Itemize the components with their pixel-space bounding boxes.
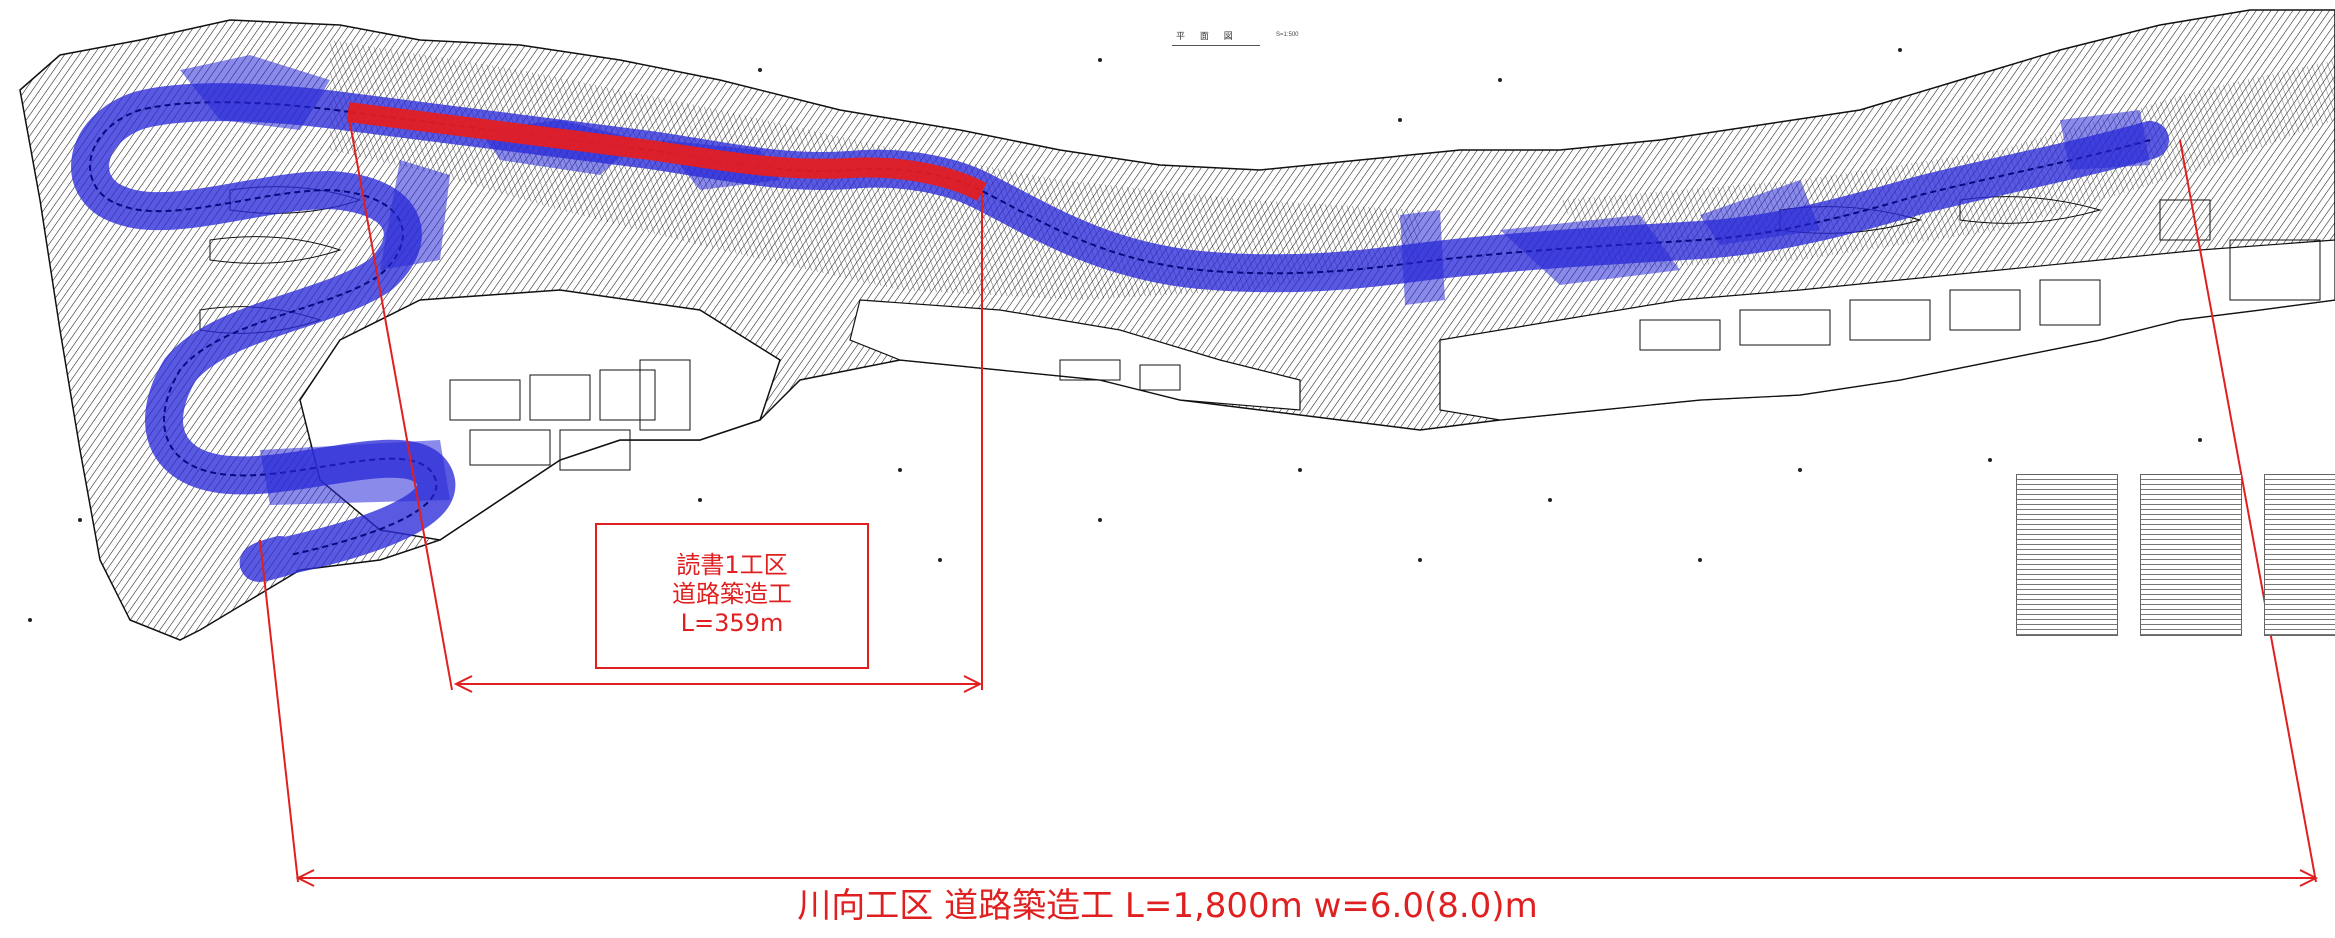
section1-label-box: 読書1工区 道路築造工 L=359m — [595, 523, 869, 669]
village-area-east — [1439, 239, 2335, 421]
overall-start-leader — [259, 539, 299, 883]
section1-road — [346, 102, 987, 201]
section1-label-text: 読書1工区 道路築造工 L=359m — [597, 551, 867, 638]
section1-length: L=359m — [680, 609, 784, 637]
overall-section-label: 川向工区 道路築造工 L=1,800m w=6.0(8.0)m — [797, 886, 1538, 926]
section1-name: 読書1工区 — [676, 551, 788, 579]
sheet-scale: S=1:500 — [1276, 32, 1299, 38]
village-area-central — [849, 299, 1301, 411]
sheet-title-underline — [1172, 45, 1260, 46]
village-area-west — [299, 289, 781, 541]
scatter-dots — [28, 48, 2202, 622]
section1-start-leader — [347, 111, 453, 691]
sheet-title: 平 面 図 — [1176, 32, 1239, 42]
coordinate-table — [2264, 474, 2335, 636]
dimension-lines — [259, 111, 2319, 887]
overall-end-leader — [2179, 139, 2317, 883]
coordinate-table — [2016, 474, 2118, 636]
coordinate-table — [2140, 474, 2242, 636]
building-lots — [449, 199, 2321, 471]
section1-work: 道路築造工 — [672, 580, 792, 608]
